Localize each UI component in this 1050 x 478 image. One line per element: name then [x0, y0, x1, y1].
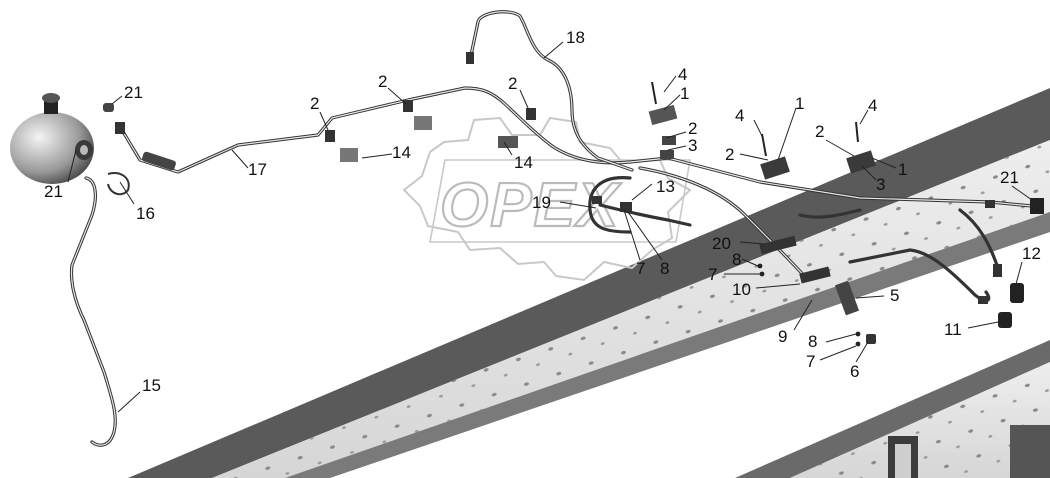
callout-15: 15 — [142, 376, 161, 395]
callout-8: 8 — [808, 332, 817, 351]
callout-3: 3 — [876, 175, 885, 194]
callout-4: 4 — [868, 96, 877, 115]
air-reservoir-tank — [10, 93, 94, 184]
callout-4: 4 — [735, 106, 744, 125]
callout-2: 2 — [688, 119, 697, 138]
callout-19: 19 — [532, 193, 551, 212]
callout-6: 6 — [850, 362, 859, 381]
callout-21: 21 — [1000, 168, 1019, 187]
callout-14: 14 — [514, 153, 533, 172]
callout-20: 20 — [712, 234, 731, 253]
callout-labels: 18 21 2 2 2 4 1 2 3 4 1 2 4 2 1 3 14 14 … — [44, 28, 1041, 395]
callout-2: 2 — [310, 94, 319, 113]
callout-7: 7 — [636, 259, 645, 278]
callout-17: 17 — [248, 160, 267, 179]
callout-2: 2 — [508, 74, 517, 93]
callout-18: 18 — [566, 28, 585, 47]
callout-11: 11 — [944, 320, 962, 339]
leader-lines — [67, 41, 1033, 413]
callout-9: 9 — [778, 327, 787, 346]
callout-10: 10 — [732, 280, 751, 299]
watermark-text: OPEX — [440, 171, 622, 240]
callout-4: 4 — [678, 65, 687, 84]
callout-14: 14 — [392, 143, 411, 162]
frame-rail-left — [128, 88, 1050, 478]
callout-8: 8 — [732, 250, 741, 269]
callout-12: 12 — [1022, 244, 1041, 263]
callout-1: 1 — [795, 94, 804, 113]
callout-21: 21 — [44, 182, 63, 201]
callout-2: 2 — [815, 122, 824, 141]
callout-13: 13 — [656, 177, 675, 196]
callout-7: 7 — [806, 352, 815, 371]
watermark-logo: OPEX — [402, 116, 692, 282]
callout-5: 5 — [890, 286, 899, 305]
callout-1: 1 — [680, 84, 689, 103]
callout-2: 2 — [378, 72, 387, 91]
callout-7: 7 — [708, 265, 717, 284]
callout-3: 3 — [688, 136, 697, 155]
callout-16: 16 — [136, 204, 155, 223]
callout-1: 1 — [898, 160, 907, 179]
callout-8: 8 — [660, 259, 669, 278]
frame-rail-right — [735, 340, 1050, 478]
callout-2: 2 — [725, 145, 734, 164]
callout-21: 21 — [124, 83, 143, 102]
brake-pipes — [69, 10, 1034, 447]
